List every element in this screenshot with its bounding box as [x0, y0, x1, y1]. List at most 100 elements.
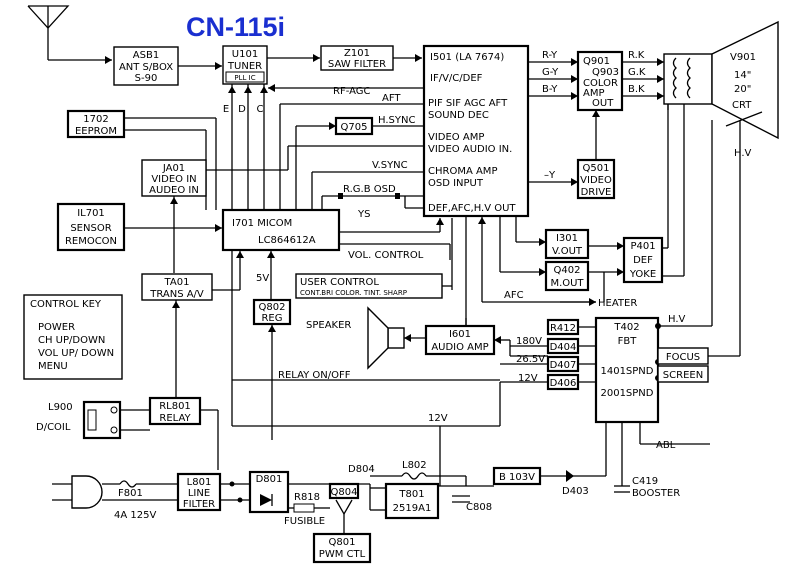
svg-text:YOKE: YOKE	[629, 269, 656, 280]
q801-pwm-block: Q801 PWM CTL	[312, 532, 372, 564]
svg-text:I701 MICOM: I701 MICOM	[232, 218, 292, 229]
svg-text:DRIVE: DRIVE	[581, 187, 612, 198]
svg-text:SENSOR: SENSOR	[70, 223, 111, 234]
svg-text:LINE: LINE	[188, 488, 210, 499]
svg-text:D804: D804	[348, 464, 375, 475]
svg-text:H.SYNC: H.SYNC	[378, 115, 415, 126]
crt-neck-block	[663, 53, 713, 110]
svg-text:T801: T801	[398, 489, 424, 500]
svg-text:CH UP/DOWN: CH UP/DOWN	[38, 335, 105, 346]
speaker-icon	[367, 306, 405, 370]
svg-text:BOOSTER: BOOSTER	[632, 488, 680, 499]
svg-text:JA01: JA01	[162, 163, 185, 174]
svg-text:REG: REG	[261, 313, 282, 324]
q802-block: Q802 REG	[252, 298, 292, 326]
svg-text:12V: 12V	[428, 413, 448, 424]
svg-text:G-Y: G-Y	[542, 67, 559, 78]
q901-color-amp-block: Q901 Q903 COLOR AMP OUT	[576, 50, 624, 112]
svg-text:Q402: Q402	[554, 265, 581, 276]
l801-line-filter-block: L801 LINE FILTER	[176, 472, 222, 512]
svg-text:AMP: AMP	[583, 88, 605, 99]
svg-text:Q903: Q903	[592, 67, 619, 78]
svg-text:C: C	[257, 104, 264, 115]
svg-text:2001SPND: 2001SPND	[600, 388, 653, 399]
svg-text:R818: R818	[294, 492, 320, 503]
svg-text:V.SYNC: V.SYNC	[372, 160, 408, 171]
svg-text:Q501: Q501	[583, 163, 610, 174]
svg-text:R412: R412	[550, 323, 576, 334]
svg-text:5V: 5V	[256, 273, 269, 284]
svg-text:L802: L802	[402, 460, 427, 471]
svg-text:180V: 180V	[516, 336, 542, 347]
svg-text:V901: V901	[730, 52, 756, 63]
svg-text:VIDEO: VIDEO	[580, 175, 612, 186]
eeprom-block: 1702 EEPROM	[66, 109, 126, 139]
svg-text:VIDEO IN: VIDEO IN	[151, 174, 196, 185]
r818-resistor-icon	[293, 503, 315, 513]
svg-text:Q901: Q901	[583, 56, 610, 67]
svg-text:Q705: Q705	[341, 122, 368, 133]
svg-text:RELAY: RELAY	[159, 413, 191, 424]
svg-text:ANT S/BOX: ANT S/BOX	[119, 62, 173, 73]
i601-audio-amp-block: I601 AUDIO AMP	[424, 324, 496, 356]
q705-block: Q705	[334, 116, 374, 136]
d801-bridge-block: D801	[248, 470, 290, 514]
svg-text:OSD INPUT: OSD INPUT	[428, 178, 484, 189]
f801-fuse-icon	[119, 480, 137, 488]
svg-text:Q801: Q801	[329, 537, 356, 548]
svg-text:T402: T402	[613, 322, 639, 333]
svg-text:1702: 1702	[83, 114, 108, 125]
svg-text:D801: D801	[256, 474, 283, 485]
svg-text:B.K: B.K	[628, 84, 645, 95]
svg-text:FBT: FBT	[618, 336, 638, 347]
control-key-block: CONTROL KEY POWER CH UP/DOWN VOL UP/ DOW…	[23, 294, 123, 380]
svg-text:–Y: –Y	[544, 170, 556, 181]
svg-text:POWER: POWER	[38, 322, 75, 333]
svg-text:H.V: H.V	[734, 148, 752, 159]
q501-video-drive-block: Q501 VIDEO DRIVE	[576, 158, 616, 200]
svg-text:M.OUT: M.OUT	[550, 278, 584, 289]
svg-text:SOUND DEC: SOUND DEC	[428, 110, 489, 121]
svg-text:26.5V: 26.5V	[516, 354, 545, 365]
svg-text:Q804: Q804	[331, 487, 358, 498]
svg-text:CHROMA AMP: CHROMA AMP	[428, 166, 497, 177]
svg-text:DEF,AFC,H.V OUT: DEF,AFC,H.V OUT	[428, 203, 516, 214]
svg-text:IL701: IL701	[77, 208, 105, 219]
t402-fbt-block: T402 FBT 1401SPND 2001SPND	[594, 316, 660, 424]
svg-text:U101: U101	[232, 49, 258, 60]
ja01-block: JA01 VIDEO IN AUDEO IN	[141, 159, 207, 197]
svg-text:RF-AGC: RF-AGC	[333, 86, 371, 97]
svg-text:ASB1: ASB1	[133, 50, 159, 61]
i301-vout-block: I301 V.OUT	[544, 228, 590, 260]
d406-block: D406	[546, 373, 580, 391]
l802-inductor-icon	[401, 472, 427, 480]
svg-text:R-Y: R-Y	[542, 50, 558, 61]
b103v-block: B 103V	[492, 466, 542, 486]
svg-text:D404: D404	[550, 342, 577, 353]
svg-text:TRANS A/V: TRANS A/V	[149, 289, 204, 300]
svg-text:VOL UP/ DOWN: VOL UP/ DOWN	[38, 348, 114, 359]
svg-text:IF/V/C/DEF: IF/V/C/DEF	[430, 73, 483, 84]
svg-text:TUNER: TUNER	[227, 61, 262, 72]
diagram-title: CN-115i	[186, 12, 285, 42]
svg-text:RL801: RL801	[159, 401, 191, 412]
svg-text:P401: P401	[630, 241, 655, 252]
svg-text:FUSIBLE: FUSIBLE	[284, 516, 325, 527]
d407-block: D407	[546, 355, 580, 373]
svg-text:C808: C808	[466, 502, 492, 513]
svg-text:E: E	[223, 104, 229, 115]
svg-text:14": 14"	[734, 70, 751, 81]
svg-text:AFC: AFC	[504, 290, 524, 301]
svg-text:1401SPND: 1401SPND	[600, 366, 653, 377]
svg-text:Z101: Z101	[344, 48, 370, 59]
d404-block: D404	[546, 337, 580, 355]
power-plug-icon	[52, 475, 103, 509]
svg-text:CRT: CRT	[732, 100, 752, 111]
r412-block: R412	[546, 318, 580, 336]
rl801-relay-block: RL801 RELAY	[148, 396, 202, 426]
svg-text:EEPROM: EEPROM	[75, 126, 117, 137]
focus-box: FOCUS	[657, 347, 709, 365]
svg-text:VIDEO AMP: VIDEO AMP	[428, 132, 484, 143]
svg-text:YS: YS	[357, 209, 370, 220]
svg-text:ABL: ABL	[656, 440, 676, 451]
